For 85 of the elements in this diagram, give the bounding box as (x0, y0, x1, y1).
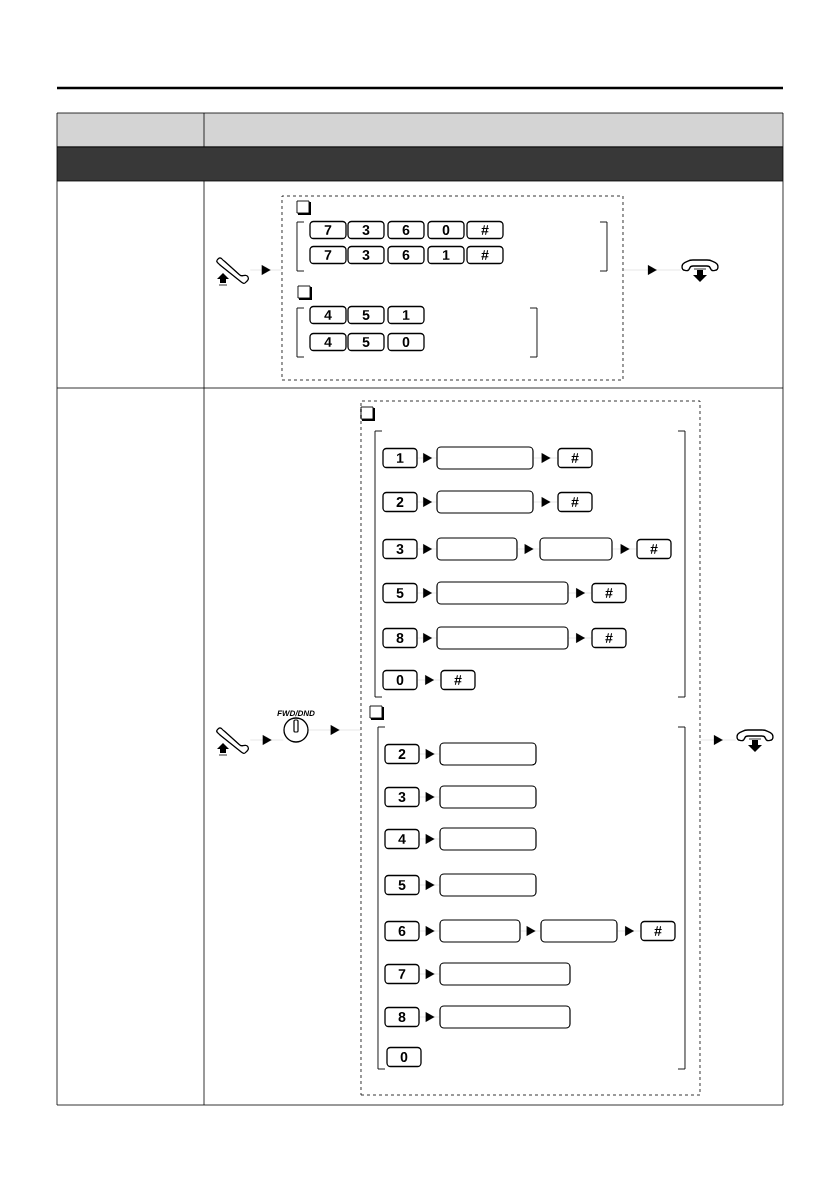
entry-box (436, 537, 518, 561)
arrow (568, 588, 592, 598)
key: 7 (384, 963, 420, 985)
arrow (419, 749, 440, 759)
key: 4 (309, 332, 347, 352)
arrow (612, 544, 637, 554)
key: 1 (387, 305, 425, 325)
key: # (466, 245, 504, 265)
key: 0 (386, 1046, 422, 1068)
key: # (466, 220, 504, 240)
key: 6 (387, 245, 425, 265)
key: 1 (382, 447, 418, 469)
entry-box (439, 785, 537, 809)
key: 3 (347, 245, 385, 265)
key: 0 (382, 669, 418, 691)
key: # (591, 582, 627, 604)
arrow (520, 926, 541, 936)
node-label: FWD/DND (277, 710, 315, 717)
key: 8 (384, 1006, 420, 1028)
key: 7 (309, 245, 347, 265)
key: # (591, 627, 627, 649)
key: 0 (427, 220, 465, 240)
key: 1 (427, 245, 465, 265)
key: 8 (382, 627, 418, 649)
hang-up-icon (681, 259, 719, 282)
key: 2 (384, 743, 420, 765)
arrow (417, 544, 437, 554)
key: 5 (382, 582, 418, 604)
key: 4 (309, 305, 347, 325)
entry-box (539, 537, 613, 561)
entry-box (439, 827, 537, 851)
arrow (250, 735, 284, 745)
arrow (533, 453, 558, 463)
arrow (568, 633, 592, 643)
entry-box (439, 742, 537, 766)
entry-box (439, 1005, 571, 1029)
fwd-dnd-button: FWD/DND (277, 710, 315, 743)
arrow (533, 497, 558, 507)
key: 2 (382, 491, 418, 513)
arrow (417, 675, 441, 685)
key: 4 (384, 828, 420, 850)
key: # (557, 491, 593, 513)
arrow (417, 633, 437, 643)
key: 3 (384, 786, 420, 808)
arrow (419, 792, 440, 802)
key: 3 (347, 220, 385, 240)
key: # (640, 920, 676, 942)
arrow (417, 453, 437, 463)
arrow (623, 265, 681, 275)
hang-up-icon (736, 729, 774, 752)
arrow (419, 1012, 440, 1022)
key: 3 (382, 538, 418, 560)
arrow (417, 497, 437, 507)
arrow (617, 926, 641, 936)
key: 5 (347, 305, 385, 325)
lift-handset-icon (216, 257, 249, 286)
dashed-frame (281, 195, 624, 381)
arrow (419, 926, 440, 936)
key: # (557, 447, 593, 469)
entry-box (540, 919, 618, 943)
lift-handset-icon (216, 727, 249, 756)
key: 5 (384, 874, 420, 896)
arrow (308, 725, 361, 735)
entry-box (436, 446, 534, 470)
key: 0 (387, 332, 425, 352)
entry-box (436, 581, 569, 605)
key: # (440, 669, 476, 691)
entry-box (436, 626, 569, 650)
arrow (419, 880, 440, 890)
entry-box (439, 919, 521, 943)
arrow (419, 834, 440, 844)
arrow (700, 735, 736, 745)
key: # (636, 538, 672, 560)
entry-box (436, 490, 534, 514)
dashed-frame (360, 400, 701, 1096)
key: 6 (387, 220, 425, 240)
key: 6 (384, 920, 420, 942)
arrow (250, 265, 282, 275)
entry-box (439, 962, 571, 986)
key: 7 (309, 220, 347, 240)
entry-box (439, 873, 537, 897)
key: 5 (347, 332, 385, 352)
arrow (417, 588, 437, 598)
arrow (419, 969, 440, 979)
arrow (517, 544, 540, 554)
